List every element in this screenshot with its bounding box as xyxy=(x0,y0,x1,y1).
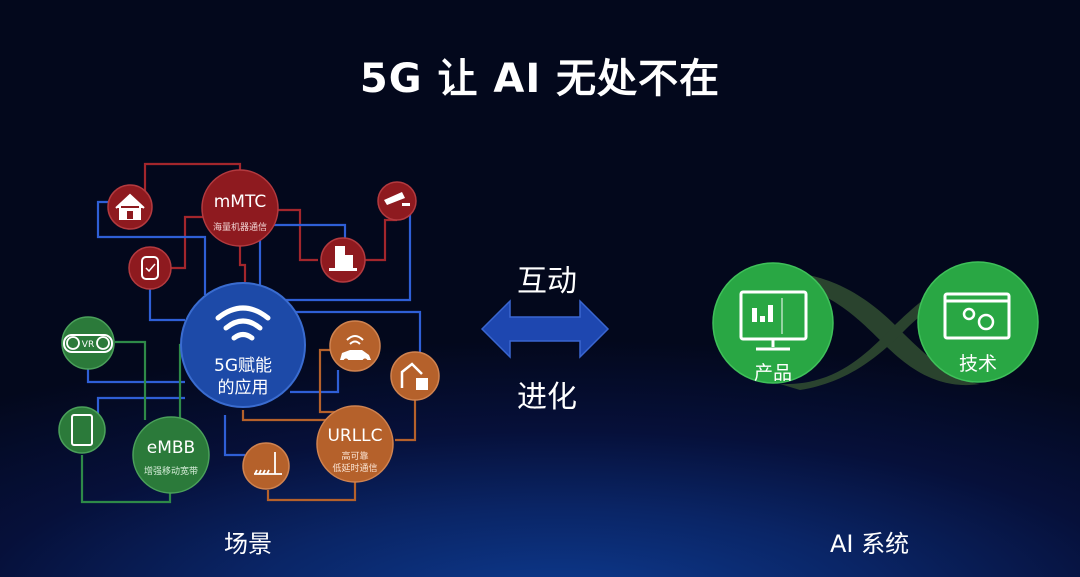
security-camera-node[interactable] xyxy=(377,181,417,221)
product-node[interactable]: 产品 xyxy=(712,262,834,384)
technology-node[interactable]: 技术 xyxy=(917,261,1039,383)
home-node[interactable] xyxy=(107,184,153,230)
vr-headset-icon xyxy=(63,334,113,353)
center-label-line1: 5G赋能 xyxy=(214,356,272,376)
urllc-title: URLLC xyxy=(327,426,382,446)
vr-headset-node[interactable]: VR xyxy=(61,316,115,370)
vr-label: VR xyxy=(82,340,94,350)
urllc-subtitle-1: 高可靠 xyxy=(341,450,368,462)
window-gears-icon xyxy=(943,292,1011,340)
monitor-chart-icon xyxy=(739,290,808,351)
smart-building-icon xyxy=(329,246,357,271)
product-label: 产品 xyxy=(754,362,792,384)
urllc-subtitle-2: 低延时通信 xyxy=(332,462,377,474)
smartwatch-node[interactable] xyxy=(128,246,172,290)
wifi-icon xyxy=(215,305,271,341)
mmtc-node[interactable]: mMTC 海量机器通信 xyxy=(201,169,279,247)
industrial-robot-icon xyxy=(400,362,423,388)
mobile-phone-icon xyxy=(71,414,93,446)
mmtc-title: mMTC xyxy=(214,192,267,212)
mmtc-subtitle: 海量机器通信 xyxy=(213,221,267,233)
industrial-robot-node[interactable] xyxy=(390,351,440,401)
center-5g-node[interactable]: 5G赋能 的应用 xyxy=(180,282,306,408)
ai-system-label: AI 系统 xyxy=(830,530,910,558)
connection-lines xyxy=(80,162,422,504)
mobile-phone-node[interactable] xyxy=(58,406,106,454)
evolution-label: 进化 xyxy=(517,380,577,415)
page-title: 5G 让 AI 无处不在 xyxy=(359,56,721,102)
smartwatch-icon xyxy=(141,256,159,280)
connected-car-node[interactable] xyxy=(329,320,381,372)
security-camera-icon xyxy=(384,192,410,206)
embb-subtitle: 增强移动宽带 xyxy=(144,465,198,477)
interaction-label: 互动 xyxy=(517,264,577,299)
connected-car-icon xyxy=(340,335,371,364)
double-arrow-icon xyxy=(480,299,610,359)
embb-title: eMBB xyxy=(147,438,195,458)
center-label-line2: 的应用 xyxy=(218,378,269,398)
technology-label: 技术 xyxy=(959,353,997,375)
urllc-node[interactable]: URLLC 高可靠 低延时通信 xyxy=(316,405,394,483)
scene-label: 场景 xyxy=(224,530,272,558)
smart-farm-icon xyxy=(254,452,282,475)
smart-building-node[interactable] xyxy=(320,237,366,283)
embb-node[interactable]: eMBB 增强移动宽带 xyxy=(132,416,210,494)
smart-farm-node[interactable] xyxy=(242,442,290,490)
